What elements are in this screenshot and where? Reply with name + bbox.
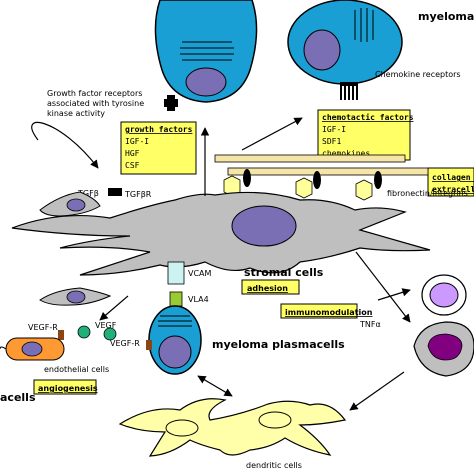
myeloma-top-label: myeloma — [418, 10, 474, 23]
acells-label: acells — [0, 391, 36, 404]
growth-factor-item: CSF — [125, 161, 140, 170]
fibronectin-label: fibronectin/integrins — [387, 189, 468, 198]
vla4-molecule — [169, 291, 183, 307]
chemotactic-item: SDF1 — [322, 137, 341, 146]
gf-receptors-label-3: kinase activity — [47, 109, 105, 118]
chemotactic-item: IGF-I — [322, 125, 346, 134]
fibronectin-icon — [223, 175, 373, 201]
gf-receptors-label-1: Growth factor receptors — [47, 89, 142, 98]
adhesion-box: adhesion — [241, 279, 300, 295]
arrow-to-vegf — [99, 295, 129, 321]
growth-factor-receptor-icon — [164, 95, 178, 111]
immune-cell-round — [421, 274, 467, 316]
growth-factors-box: growth factors IGF-I HGF CSF — [120, 121, 197, 175]
myeloma-plasmacells-label: myeloma plasmacells — [212, 338, 345, 351]
collagen-label-1: collagen fi — [432, 172, 474, 182]
myeloma-cell-top-right — [287, 0, 403, 85]
arrow-to-round-cell — [377, 288, 411, 301]
stromal-cells-label: stromal cells — [244, 266, 324, 279]
vegf-receptor-icon — [58, 330, 64, 340]
vegfr-right-label: VEGF-R — [110, 339, 140, 348]
dendritic-cells-label: dendritic cells — [246, 461, 302, 470]
chemokine-receptors-label: Chemokine receptors — [375, 70, 461, 79]
collagen-label-2: extracellul — [432, 185, 474, 194]
immune-cell-irregular — [413, 321, 474, 377]
tgfb-loop-arrow — [31, 121, 99, 169]
arrow-plasma-dendritic — [197, 375, 233, 397]
growth-factor-item: IGF-I — [125, 137, 149, 146]
tgfbr-label: TGFβR — [124, 190, 152, 199]
arrow-up-right — [241, 117, 303, 151]
collagen-fiber — [214, 154, 429, 176]
chemotactic-factors-box: chemotactic factors IGF-I SDF1 chemokine… — [317, 109, 414, 161]
myeloma-plasmacell — [148, 305, 202, 375]
endothelial-cell — [0, 337, 65, 361]
arrow-to-irregular-cell — [355, 251, 411, 323]
integrin-icon — [243, 169, 382, 189]
vegf-molecule — [77, 325, 91, 339]
vcam-label: VCAM — [188, 269, 212, 278]
adhesion-label: adhesion — [247, 284, 288, 293]
tnfa-label: TNFα — [359, 320, 381, 329]
vegf-receptor-icon — [146, 340, 152, 350]
vcam-molecule — [167, 261, 185, 285]
tgfb-label: TGFβ — [77, 189, 99, 198]
collagen-box: collagen fi extracellul — [427, 167, 474, 197]
vla4-label: VLA4 — [188, 295, 209, 304]
stromal-cell — [11, 191, 431, 306]
gf-receptors-label-2: associated with tyrosine — [47, 99, 144, 108]
vegfr-left-label: VEGF-R — [28, 323, 58, 332]
vegf-label: VEGF — [95, 321, 117, 330]
chemotactic-item: chemokines — [322, 149, 370, 158]
immunomodulation-box: immunomodulation — [280, 303, 373, 319]
immunomodulation-label: immunomodulation — [285, 308, 373, 317]
growth-factors-title: growth factors — [125, 125, 193, 134]
arrow-to-dendritic — [349, 371, 405, 411]
myeloma-cell-top-center — [154, 0, 258, 103]
chemokine-receptor-icon — [340, 82, 358, 100]
angiogenesis-label: angiogenesis — [38, 384, 98, 393]
endothelial-cells-label: endothelial cells — [44, 365, 109, 374]
chemotactic-factors-title: chemotactic factors — [322, 112, 414, 122]
dendritic-cell — [118, 398, 347, 457]
vegf-molecule — [103, 327, 117, 341]
growth-factor-item: HGF — [125, 149, 140, 158]
tgfb-receptor-icon — [108, 188, 122, 196]
angiogenesis-box: angiogenesis — [33, 379, 98, 395]
